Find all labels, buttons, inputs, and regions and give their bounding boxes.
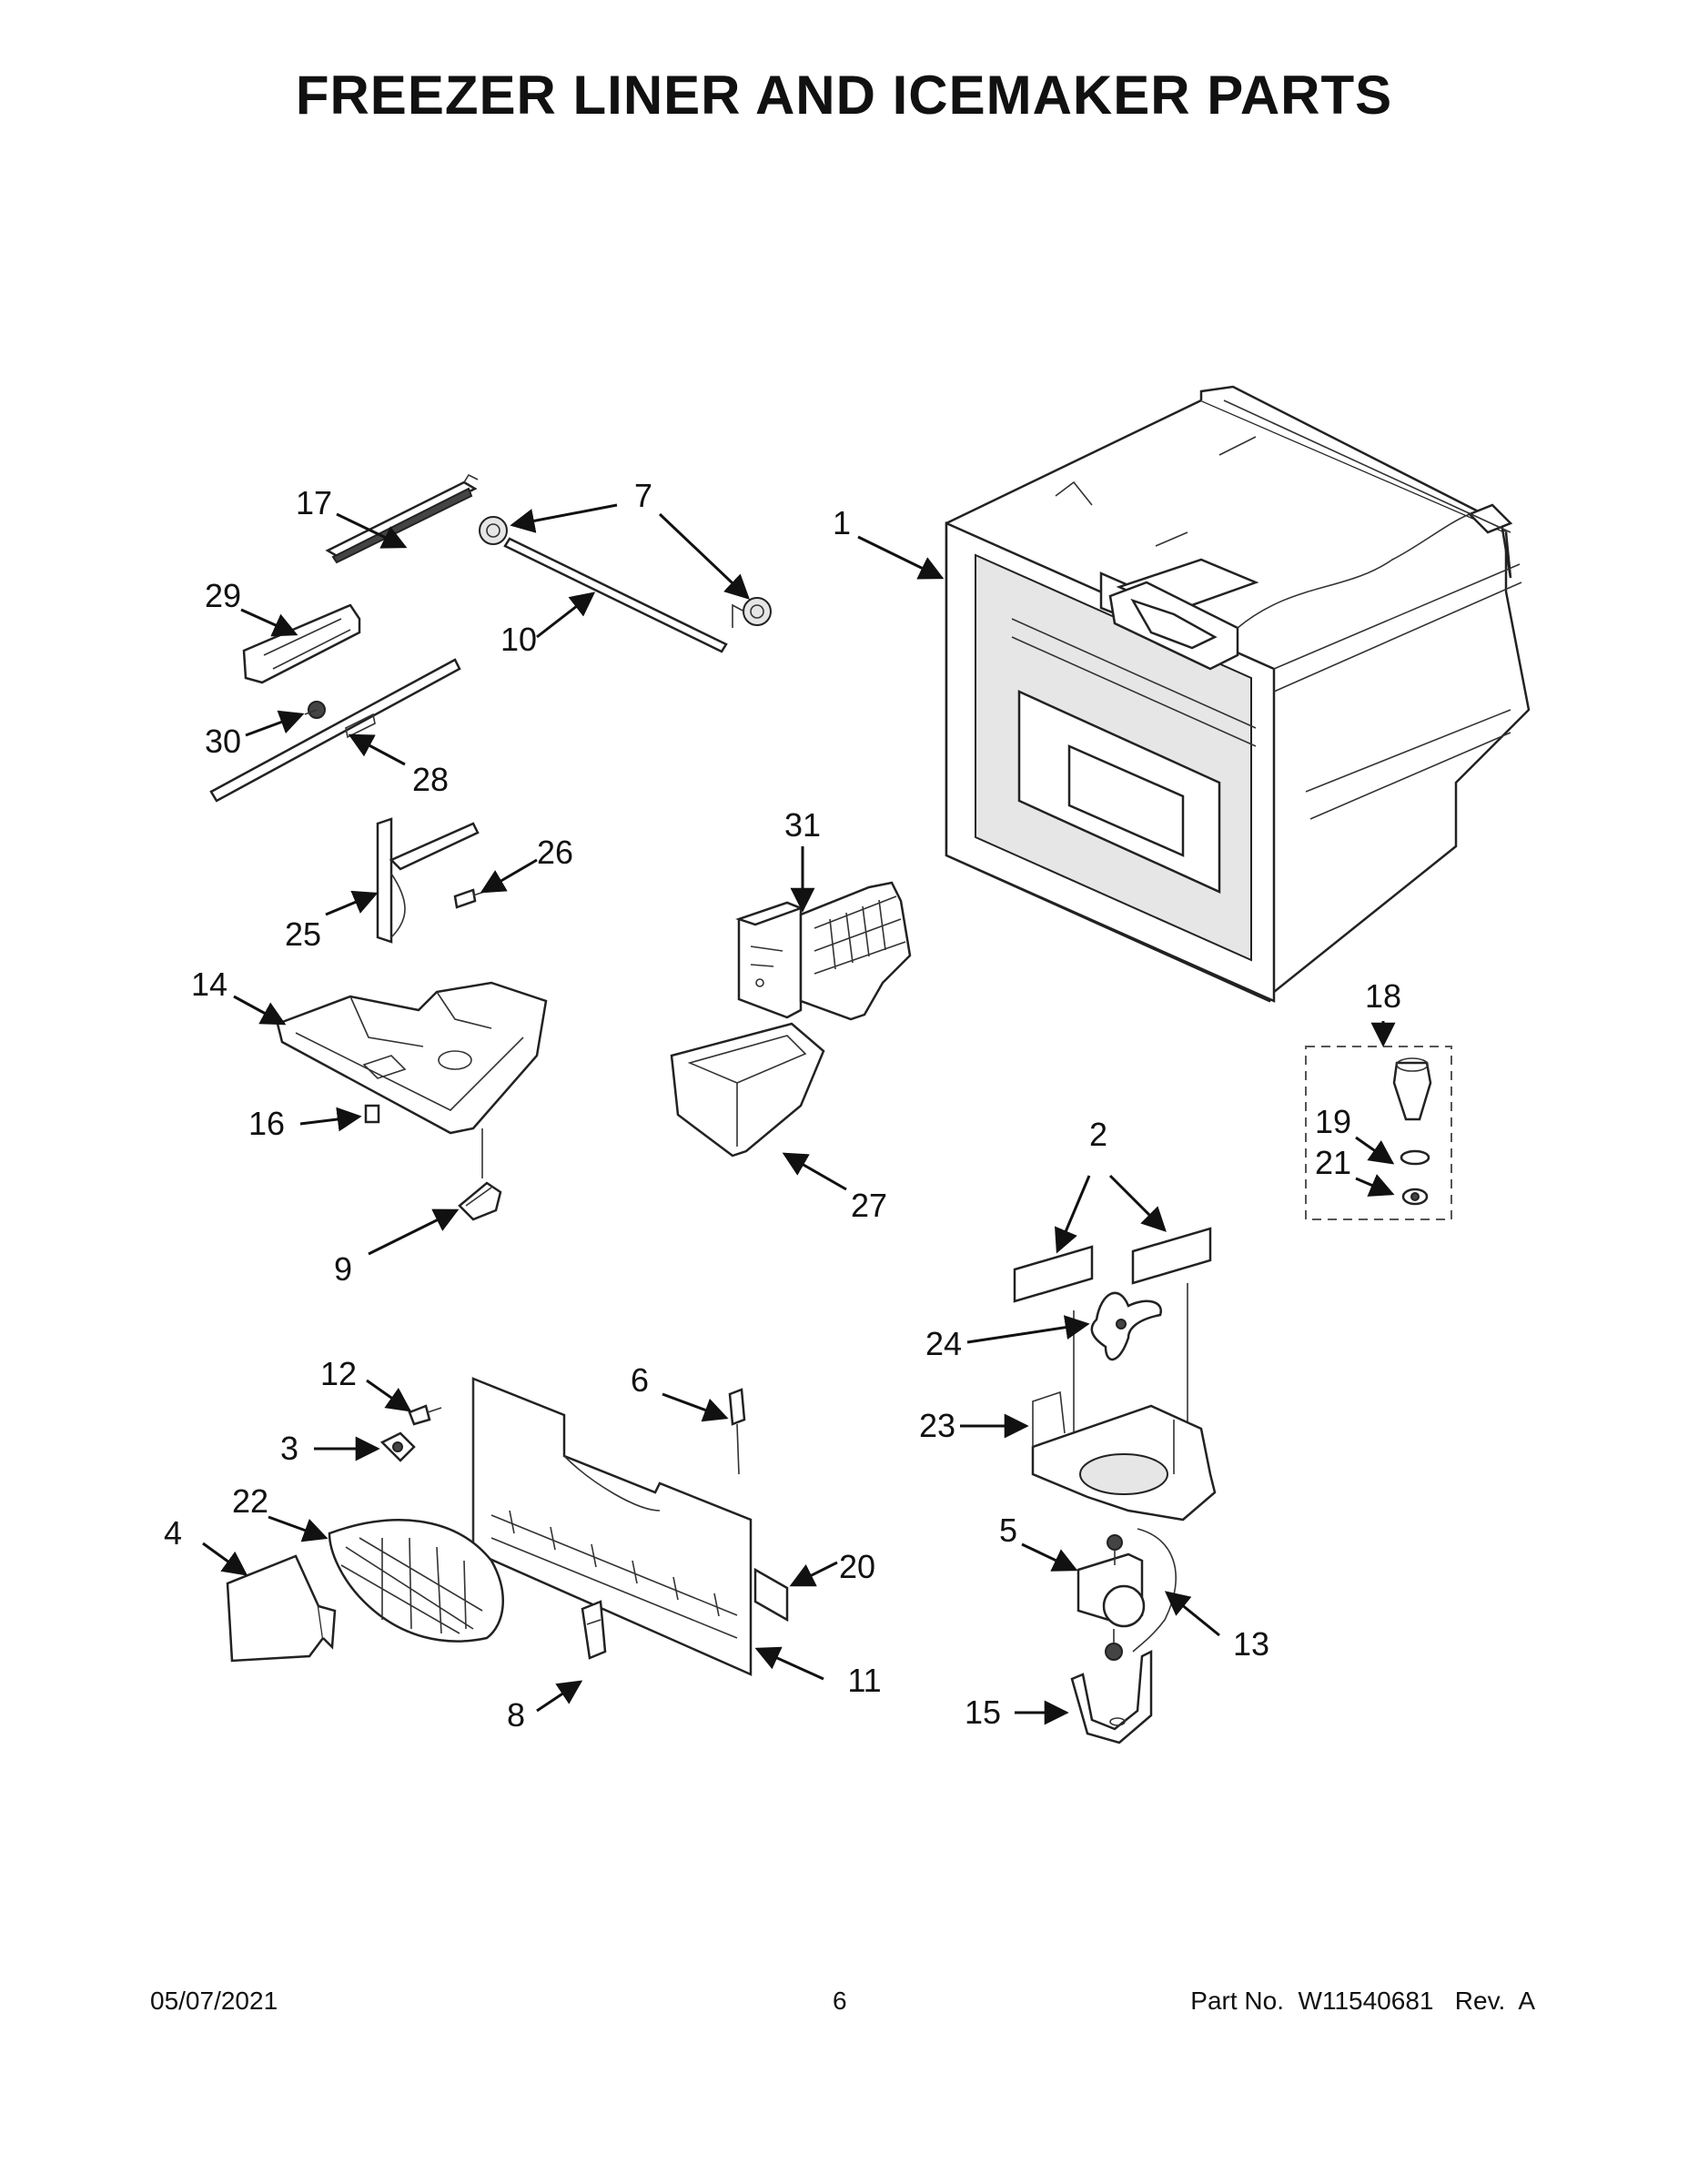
callout-3: 3 (279, 1430, 299, 1467)
leader-1 (857, 535, 945, 580)
part-26-screw (453, 888, 485, 909)
callout-11: 11 (847, 1662, 882, 1699)
leader-24 (966, 1315, 1090, 1344)
leader-26 (480, 858, 538, 894)
callout-29: 29 (204, 577, 242, 614)
part-3-bracket (379, 1431, 416, 1462)
leader-20 (789, 1561, 838, 1587)
callout-23: 23 (918, 1407, 956, 1444)
callout-27: 27 (850, 1187, 888, 1224)
leader-7a (510, 503, 618, 533)
leader-22 (268, 1515, 329, 1542)
leader-30 (245, 710, 305, 737)
part-27-tray (670, 1022, 825, 1158)
part-12-screw (408, 1404, 442, 1426)
part-18-group-box (1305, 1046, 1452, 1220)
callout-16: 16 (248, 1105, 286, 1142)
callout-1: 1 (832, 504, 852, 541)
leader-16 (299, 1107, 362, 1132)
leader-7b (658, 512, 750, 600)
leader-21 (1355, 1174, 1395, 1197)
callout-17: 17 (295, 484, 333, 521)
callout-24: 24 (925, 1325, 963, 1362)
callout-31: 31 (783, 806, 822, 844)
callout-18: 18 (1364, 977, 1402, 1015)
leader-12 (366, 1379, 412, 1412)
leader-29 (240, 608, 298, 637)
part-28-slide-rail (209, 658, 461, 803)
part-16-switch (364, 1104, 380, 1124)
callout-13: 13 (1232, 1625, 1270, 1663)
leader-19 (1355, 1136, 1395, 1165)
part-4-cover (226, 1554, 337, 1663)
part-22-grille (328, 1519, 504, 1643)
callout-4: 4 (163, 1514, 183, 1552)
callout-21: 21 (1314, 1144, 1352, 1181)
part-31-icemaker (735, 881, 912, 1021)
part-6-sensor (728, 1388, 746, 1475)
leader-4 (202, 1542, 248, 1576)
leader-14 (233, 995, 287, 1026)
part-30-screw (304, 701, 326, 719)
callout-10: 10 (500, 621, 538, 658)
leader-25 (325, 890, 379, 916)
callout-8: 8 (506, 1696, 526, 1734)
freezer-liner (945, 385, 1531, 1003)
callout-19: 19 (1314, 1103, 1352, 1140)
callout-30: 30 (204, 723, 242, 760)
callout-leader-lines (202, 503, 1396, 1725)
callout-6: 6 (630, 1361, 650, 1399)
leader-9 (368, 1208, 460, 1256)
leader-5 (1021, 1542, 1078, 1572)
leader-10 (536, 592, 596, 639)
leader-11 (754, 1646, 824, 1681)
part-5-motor (1076, 1534, 1146, 1661)
callout-12: 12 (319, 1355, 358, 1392)
callout-28: 28 (411, 761, 450, 798)
part-14-housing (276, 981, 548, 1135)
part-10-rod (503, 537, 728, 653)
callout-22: 22 (231, 1482, 269, 1520)
callout-14: 14 (190, 966, 228, 1003)
leader-8 (536, 1680, 583, 1713)
part-9-motor (458, 1128, 502, 1221)
part-15-bracket (1070, 1649, 1153, 1744)
leader-6 (662, 1392, 729, 1422)
callout-20: 20 (838, 1548, 876, 1585)
callout-5: 5 (998, 1512, 1018, 1549)
page-title: FREEZER LINER AND ICEMAKER PARTS (295, 65, 1393, 126)
callout-2: 2 (1088, 1116, 1108, 1153)
callout-25: 25 (284, 915, 322, 953)
leader-2a (1055, 1175, 1091, 1254)
leader-17 (336, 512, 408, 549)
part-8-thermistor (581, 1600, 607, 1660)
leader-13 (1164, 1591, 1220, 1637)
leader-2b (1108, 1174, 1167, 1232)
part-25-bracket (376, 817, 480, 944)
footer-page-number: 6 (833, 1987, 847, 2015)
part-11-panel (471, 1377, 753, 1676)
part-29-bracket (242, 603, 361, 684)
part-2-pads (1013, 1227, 1212, 1303)
part-17-rail (325, 473, 479, 564)
leader-28 (348, 733, 406, 766)
part-23-shroud (1031, 1390, 1217, 1522)
callout-7: 7 (633, 477, 653, 514)
footer-part-number: Part No. W11540681 Rev. A (1190, 1987, 1535, 2015)
callout-26: 26 (536, 834, 574, 871)
part-20-strip (753, 1567, 789, 1623)
footer-date: 05/07/2021 (150, 1987, 278, 2015)
part-7-gears (479, 516, 772, 628)
callout-15: 15 (964, 1694, 1002, 1731)
callout-9: 9 (333, 1250, 353, 1288)
leader-27 (782, 1152, 847, 1191)
